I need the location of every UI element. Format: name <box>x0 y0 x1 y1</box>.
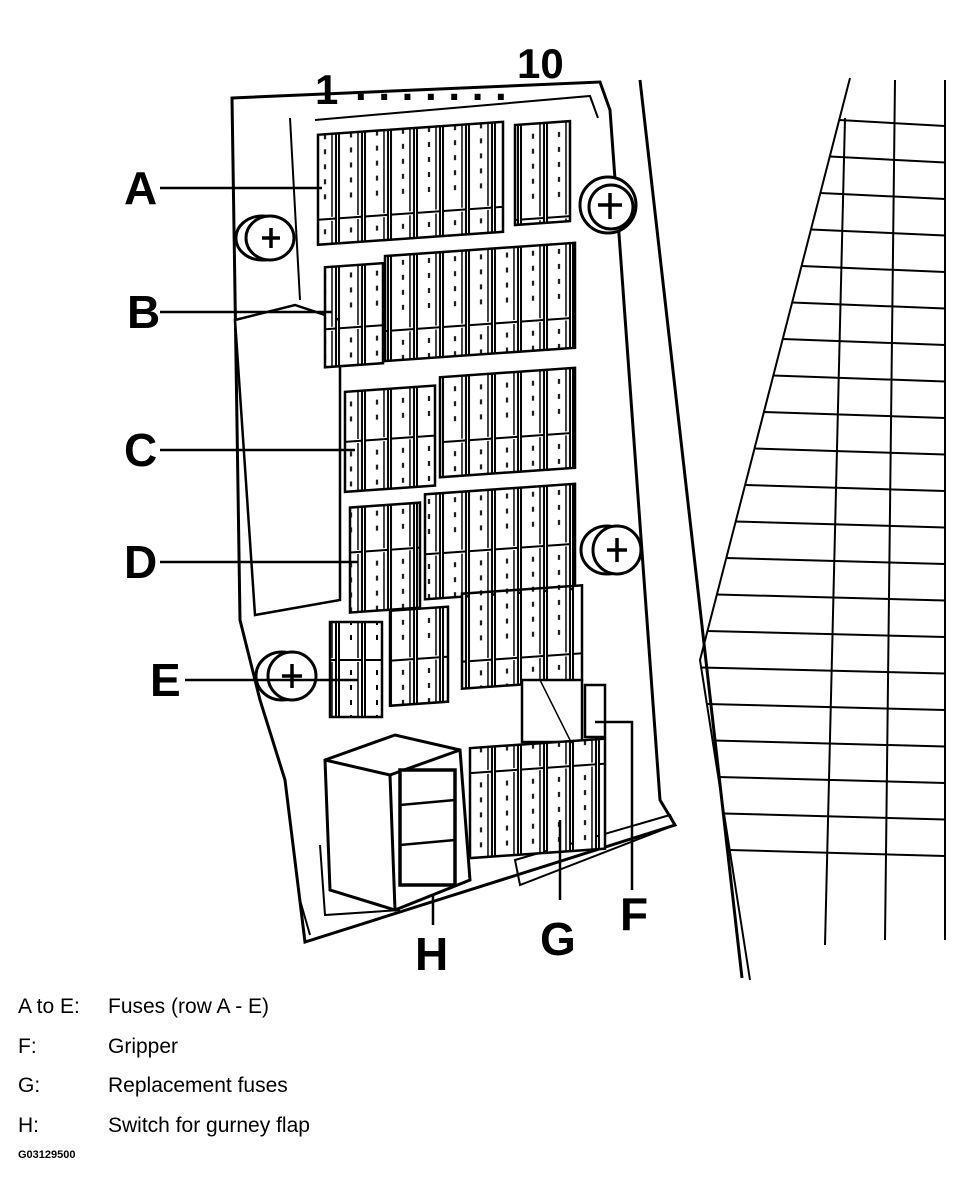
grille-post <box>824 117 846 946</box>
fuse-box-diagram: 1 . . . . . . . 10 A B C D E F G H <box>124 40 946 981</box>
callout-a: A <box>124 162 157 214</box>
fuse-row-b <box>323 241 577 369</box>
legend-desc: Replacement fuses <box>108 1074 288 1097</box>
leader-lines <box>160 186 634 925</box>
screw-icon <box>234 175 643 702</box>
grille-bar <box>701 666 946 675</box>
legend-desc: Fuses (row A - E) <box>108 995 270 1018</box>
fuse-row-c <box>343 366 577 494</box>
callout-d: D <box>124 536 157 588</box>
grille-bar <box>829 155 946 164</box>
legend-key: F: <box>18 1035 37 1058</box>
fuse-row-d <box>348 482 577 614</box>
callout-f: F <box>620 888 648 940</box>
column-start-label: 1 <box>315 66 338 113</box>
grille-bar <box>706 703 946 711</box>
fuse-row-a <box>316 119 572 247</box>
grille-bar <box>792 301 946 310</box>
replacement-fuses <box>468 737 607 860</box>
grille-bar <box>745 484 946 492</box>
callout-h: H <box>415 928 448 980</box>
legend-key: A to E: <box>18 995 80 1018</box>
column-range-dots: . . . . . . . <box>355 62 507 109</box>
gripper <box>520 678 607 744</box>
column-range: 1 . . . . . . . 10 <box>315 40 564 113</box>
grille-bar <box>773 374 946 383</box>
grille-bar <box>763 411 946 419</box>
callout-e: E <box>150 654 181 706</box>
grille-bar <box>839 119 946 127</box>
callout-labels: A B C D E F G H <box>124 162 648 980</box>
fuse-row-e <box>328 583 584 719</box>
grille-bar <box>716 593 946 602</box>
grille-bar <box>718 776 946 784</box>
legend-key: H: <box>18 1114 39 1137</box>
grille-bar <box>723 812 946 821</box>
grille-bar <box>707 630 946 638</box>
grille-bar <box>729 849 946 857</box>
grille-bar <box>782 338 946 346</box>
grille-post <box>884 79 896 941</box>
legend-desc: Switch for gurney flap <box>108 1114 310 1137</box>
grille-bar <box>754 447 946 456</box>
gurney-flap-switch <box>323 733 472 912</box>
grille-bar <box>801 265 946 273</box>
grille <box>638 77 946 981</box>
legend-desc: Gripper <box>108 1035 179 1058</box>
callout-g: G <box>540 913 576 965</box>
grille-bar <box>810 228 946 237</box>
legend-key: G: <box>18 1074 41 1097</box>
grille-bar <box>735 520 946 529</box>
grille-bar <box>726 557 946 565</box>
grille-bar <box>712 739 946 748</box>
grille-bar <box>820 192 946 200</box>
figure-id: G03129500 <box>18 1149 76 1161</box>
callout-c: C <box>124 424 157 476</box>
callout-b: B <box>127 286 160 338</box>
column-end-label: 10 <box>517 40 564 87</box>
